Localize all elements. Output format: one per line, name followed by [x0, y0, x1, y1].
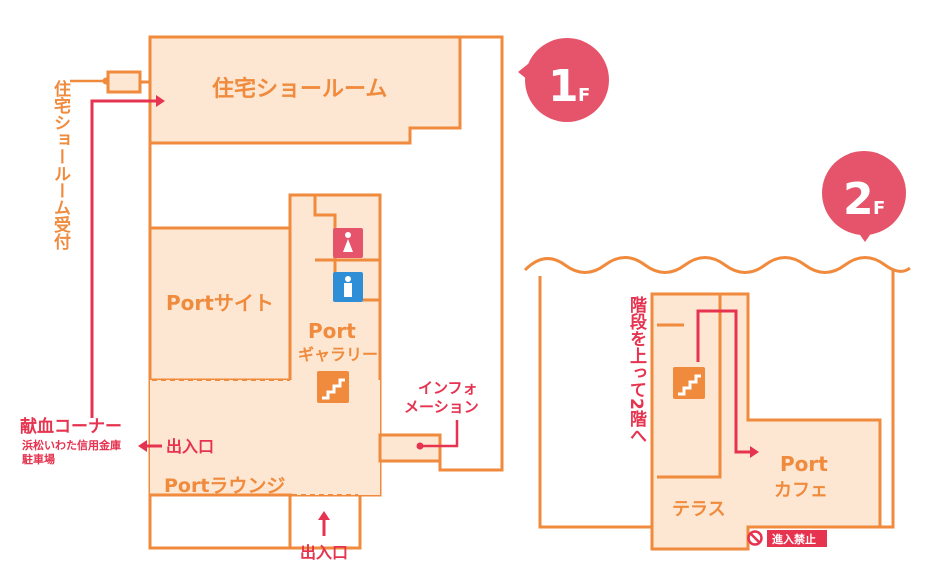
info-leader	[420, 420, 459, 448]
reception-label: 住宅ショールーム受付	[50, 79, 71, 251]
blood-donation-label: 献血コーナー	[20, 416, 122, 437]
cafe-label-line2: カフェ	[774, 480, 828, 501]
entrance-left-label: 出入口	[166, 437, 214, 456]
no-entry-box	[767, 530, 827, 547]
arrow-icon	[138, 440, 147, 452]
floor1-badge: 1 F	[518, 38, 609, 122]
parking-label-line2: 駐車場	[22, 452, 55, 466]
terrace-label: テラス	[672, 499, 726, 520]
lounge-label: Portラウンジ	[164, 475, 285, 497]
info-label-line1: インフォ	[418, 379, 478, 397]
floor2-interior	[650, 292, 882, 551]
floor1-map: 1 F 住宅ショールーム Portサイト Port ギャラリー Portラウンジ…	[20, 35, 609, 562]
stairs-to-cafe-path	[696, 309, 750, 454]
arrow-icon	[750, 446, 759, 458]
floor2-badge: 2 F	[822, 151, 906, 242]
stairs-icon	[317, 371, 349, 403]
parking-label-line1: 浜松いわた信用金庫	[22, 438, 121, 452]
info-counter	[378, 433, 442, 463]
floor2-wave-outline	[523, 256, 911, 274]
cafe-label-line1: Port	[780, 452, 828, 476]
no-entry-label: 進入禁止	[772, 532, 816, 546]
female-restroom-icon	[333, 228, 363, 258]
arrow-icon	[318, 511, 330, 520]
floor2-map: 2 F 階段を上って2階へ Port カフェ テラス 進入禁止	[523, 151, 911, 551]
floor2-badge-number: 2	[843, 174, 874, 225]
port-site-label: Portサイト	[166, 291, 274, 315]
reception-path	[90, 99, 156, 418]
stairs-note: 階段を上って2階へ	[626, 296, 647, 444]
reception-booth	[106, 70, 142, 94]
showroom-room	[148, 35, 462, 145]
no-entry-icon	[747, 530, 763, 546]
info-label-line2: メーション	[404, 398, 479, 416]
gallery-label-line2: ギャラリー	[298, 345, 378, 364]
gallery-label-line1: Port	[308, 319, 356, 343]
stairs-icon	[673, 367, 705, 399]
entrance-bottom-label: 出入口	[300, 543, 348, 562]
arrow-icon	[156, 95, 165, 107]
showroom-label: 住宅ショールーム	[212, 76, 387, 102]
floor2-outline	[538, 270, 895, 529]
lounge-room	[150, 380, 380, 495]
floor1-badge-number: 1	[548, 61, 579, 112]
male-restroom-icon	[333, 272, 363, 302]
floor2-badge-suffix: F	[873, 198, 885, 219]
floor1-badge-suffix: F	[578, 85, 590, 106]
